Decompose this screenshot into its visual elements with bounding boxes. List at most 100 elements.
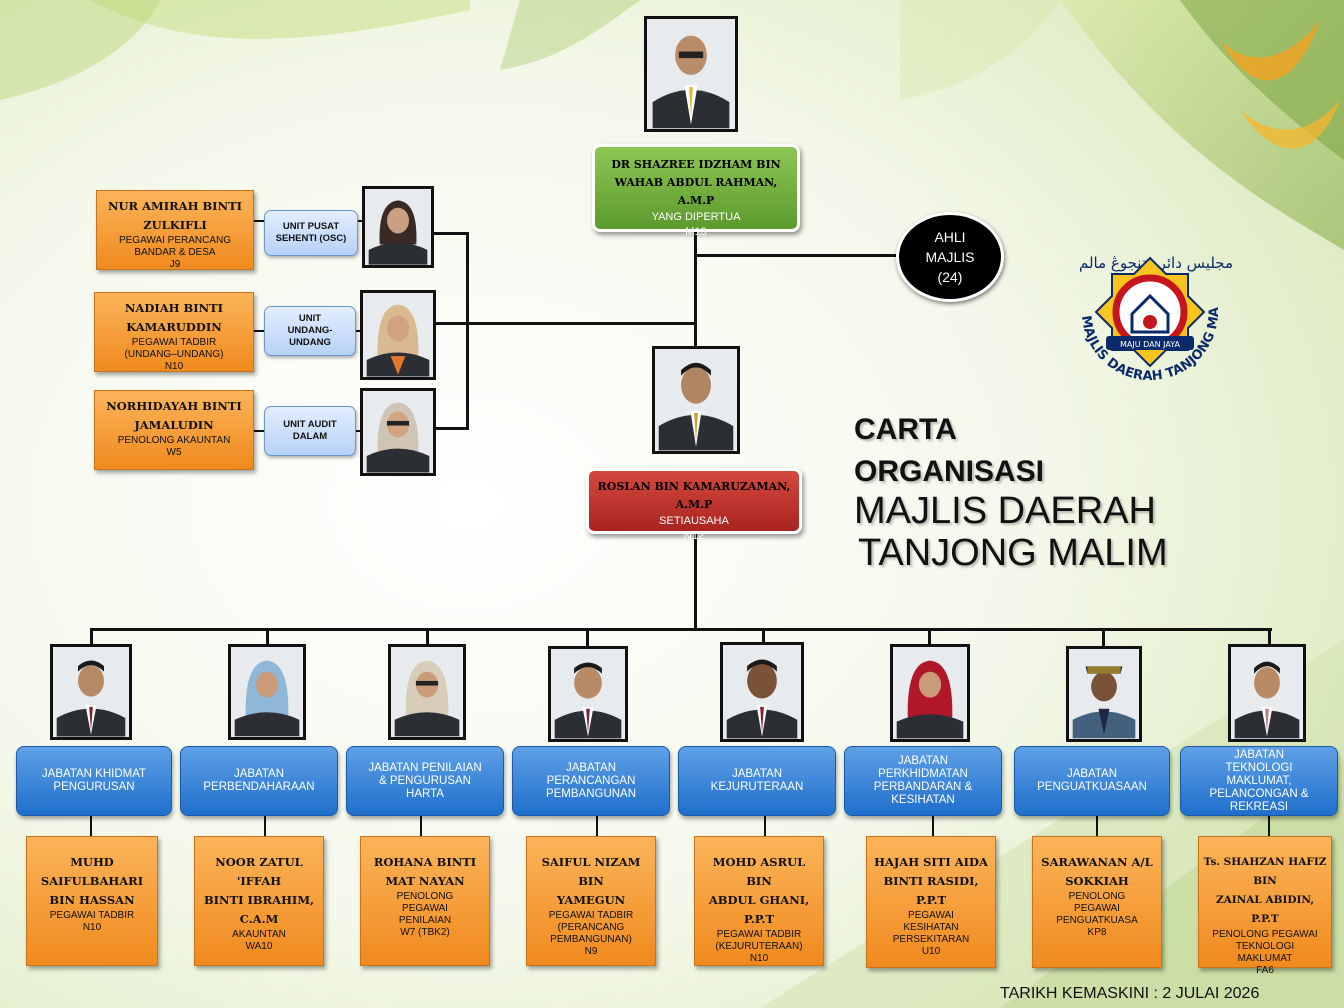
officer-desc: PEGAWAI KESIHATAN PERSEKITARAN U10 [892, 910, 970, 957]
department-box: JABATAN PERBENDAHARAAN [180, 746, 338, 816]
photo-yang-dipertua [644, 16, 738, 132]
connector [264, 814, 266, 838]
department-box: JABATAN KEJURUTERAAN [678, 746, 836, 816]
connector [426, 628, 429, 646]
department-box: JABATAN PENGUATKUASAAN [1014, 746, 1170, 816]
unit-label: UNIT UNDANG- UNDANG [287, 313, 333, 348]
photo-unit-officer [362, 186, 434, 268]
department-label: JABATAN KHIDMAT PENGURUSAN [41, 768, 147, 793]
connector [254, 430, 264, 432]
ahli-majlis-line-3: (24) [937, 269, 963, 285]
connector [356, 330, 362, 332]
connector [764, 814, 766, 838]
title-line-3: MAJLIS DAERAH [854, 490, 1156, 532]
photo-unit-officer [360, 290, 436, 380]
unit-label: UNIT AUDIT DALAM [283, 419, 337, 442]
logo-motto: MAJU DAN JAYA [1120, 340, 1180, 349]
officer-desc: PEGAWAI TADBIR (PERANCANG PEMBANGUNAN) N… [548, 910, 634, 957]
officer-box: HAJAH SITI AIDA BINTI RASIDI, P.P.T PEGA… [866, 836, 996, 968]
department-label: JABATAN PENGUATKUASAAN [1037, 768, 1147, 793]
department-box: JABATAN PENILAIAN & PENGURUSAN HARTA [346, 746, 504, 816]
department-label: JABATAN PERBENDAHARAAN [203, 768, 315, 793]
officer-name: NOOR ZATUL 'IFFAH BINTI IBRAHIM, C.A.M [203, 855, 315, 926]
ahli-majlis-line-1: AHLI [934, 229, 966, 245]
photo-department-head [1228, 644, 1306, 742]
department-label: JABATAN TEKNOLOGI MAKLUMAT, PELANCONGAN … [1209, 748, 1309, 813]
unit-officer-name: NORHIDAYAH BINTI JAMALUDIN [106, 399, 242, 432]
ahli-majlis-oval: AHLI MAJLIS (24) [896, 212, 1004, 302]
connector [90, 628, 93, 646]
yang-dipertua-name: DR SHAZREE IDZHAM BIN WAHAB ABDUL RAHMAN… [611, 158, 781, 207]
connector [466, 232, 469, 430]
setiausaha-grade: N12 [683, 530, 705, 542]
connector [596, 814, 598, 838]
officer-name: Ts. SHAHZAN HAFIZ BIN ZAINAL ABIDIN, P.P… [1203, 856, 1327, 925]
connector [694, 232, 697, 348]
officer-desc: PENOLONG PEGAWAI PENGUATKUASA KP8 [1056, 891, 1138, 938]
unit-officer-name: NUR AMIRAH BINTI ZULKIFLI [107, 199, 243, 232]
connector [420, 814, 422, 838]
unit-label: UNIT PUSAT SEHENTI (OSC) [275, 221, 347, 244]
connector [434, 322, 468, 325]
officer-name: SAIFUL NIZAM BIN YAMEGUN [541, 855, 641, 907]
connector [1096, 814, 1098, 838]
photo-department-head [548, 646, 628, 742]
connector [266, 628, 269, 646]
connector [356, 430, 362, 432]
chart-title: CARTA ORGANISASI MAJLIS DAERAH TANJONG M… [854, 412, 1168, 574]
last-updated: TARIKH KEMASKINI : 2 JULAI 2026 [1000, 985, 1260, 1002]
photo-department-head [720, 642, 804, 742]
unit-officer-box: NADIAH BINTI KAMARUDDIN PEGAWAI TADBIR (… [94, 292, 254, 372]
setiausaha-box: ROSLAN BIN KAMARUZAMAN, A.M.P SETIAUSAHA… [586, 468, 802, 542]
officer-desc: PEGAWAI TADBIR N10 [49, 910, 135, 933]
connector [1268, 628, 1271, 646]
officer-name: ROHANA BINTI MAT NAYAN [373, 855, 477, 888]
department-box: JABATAN PERANCANGAN PEMBANGUNAN [512, 746, 670, 816]
yang-dipertua-grade: M13 [685, 226, 707, 238]
photo-setiausaha [652, 346, 740, 454]
unit-officer-desc: PEGAWAI PERANCANG BANDAR & DESA J9 [118, 235, 232, 270]
photo-department-head [50, 644, 132, 740]
department-box: JABATAN KHIDMAT PENGURUSAN [16, 746, 172, 816]
photo-department-head [388, 644, 466, 740]
connector [762, 628, 765, 646]
unit-officer-desc: PENOLONG AKAUNTAN W5 [117, 435, 231, 458]
yang-dipertua-box: DR SHAZREE IDZHAM BIN WAHAB ABDUL RAHMAN… [592, 144, 800, 238]
officer-box: MOHD ASRUL BIN ABDUL GHANI, P.P.T PEGAWA… [694, 836, 824, 966]
connector [90, 628, 1272, 631]
setiausaha-title: SETIAUSAHA [659, 515, 729, 527]
officer-desc: PENOLONG PEGAWAI PENILAIAN W7 (TBK2) [396, 891, 454, 938]
connector [254, 220, 264, 222]
officer-name: SARAWANAN A/L SOKKIAH [1041, 855, 1153, 888]
unit-officer-box: NUR AMIRAH BINTI ZULKIFLI PEGAWAI PERANC… [96, 190, 254, 270]
officer-box: SARAWANAN A/L SOKKIAH PENOLONG PEGAWAI P… [1032, 836, 1162, 968]
title-line-4: TANJONG MALIM [858, 532, 1168, 574]
council-logo: MAJLIS DAERAH TANJONG MALIM مجليس دائره … [1054, 221, 1240, 400]
connector [694, 532, 697, 630]
department-label: JABATAN PERKHIDMATAN PERBANDARAN & KESIH… [873, 755, 973, 806]
connector [468, 322, 696, 325]
connector [90, 814, 92, 838]
department-label: JABATAN PERANCANGAN PEMBANGUNAN [545, 761, 637, 800]
title-line-2: ORGANISASI [854, 455, 1045, 488]
photo-department-head [890, 644, 970, 742]
officer-desc: PENOLONG PEGAWAI TEKNOLOGI MAKLUMAT FA6 [1212, 929, 1318, 976]
connector [254, 330, 264, 332]
department-label: JABATAN KEJURUTERAAN [710, 768, 804, 793]
connector [1268, 814, 1270, 838]
officer-box: MUHD SAIFULBAHARI BIN HASSAN PEGAWAI TAD… [26, 836, 158, 966]
unit-label-box: UNIT UNDANG- UNDANG [264, 306, 356, 356]
connector [928, 628, 931, 646]
connector [586, 628, 589, 646]
unit-label-box: UNIT PUSAT SEHENTI (OSC) [264, 210, 358, 256]
title-line-1: CARTA [854, 413, 957, 446]
officer-box: SAIFUL NIZAM BIN YAMEGUN PEGAWAI TADBIR … [526, 836, 656, 966]
department-box: JABATAN PERKHIDMATAN PERBANDARAN & KESIH… [844, 746, 1002, 816]
unit-label-box: UNIT AUDIT DALAM [264, 406, 356, 456]
connector [697, 254, 897, 257]
officer-name: MOHD ASRUL BIN ABDUL GHANI, P.P.T [708, 855, 810, 926]
connector [1102, 628, 1105, 646]
yang-dipertua-title: YANG DIPERTUA [651, 211, 741, 223]
setiausaha-name: ROSLAN BIN KAMARUZAMAN, A.M.P [597, 480, 791, 511]
officer-name: HAJAH SITI AIDA BINTI RASIDI, P.P.T [874, 855, 988, 907]
